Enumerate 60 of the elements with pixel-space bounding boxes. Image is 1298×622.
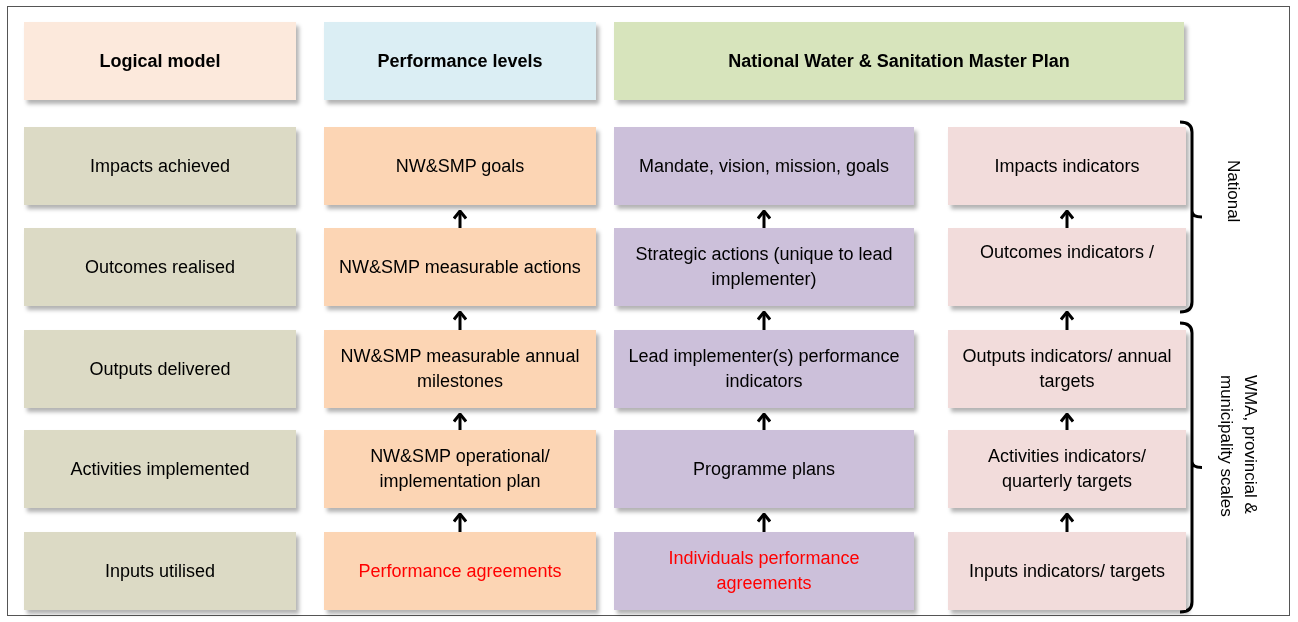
arrow	[756, 209, 772, 228]
process-box	[24, 532, 296, 610]
column-header	[324, 22, 596, 100]
process-box	[24, 127, 296, 205]
process-box	[324, 532, 596, 610]
arrow	[1059, 512, 1075, 532]
box-label: Activities indicators/ quarterly targets	[986, 445, 1148, 493]
box-label: Impacts achieved	[89, 154, 231, 178]
box-label: Inputs indicators/ targets	[968, 559, 1166, 583]
process-box	[324, 330, 596, 408]
arrow	[756, 412, 772, 430]
scale-label: National	[1223, 160, 1244, 225]
box-label: NW&SMP goals	[395, 154, 525, 178]
arrow	[1059, 310, 1075, 330]
box-label: Lead implementer(s) performance indicators	[627, 345, 901, 393]
process-box	[324, 228, 596, 306]
process-box	[948, 127, 1186, 205]
box-label: Logical model	[99, 49, 221, 73]
process-box	[614, 532, 914, 610]
box-label: Mandate, vision, mission, goals	[638, 154, 890, 178]
box-label: Outputs indicators/ annual targets	[961, 345, 1173, 393]
process-box	[324, 430, 596, 508]
process-box	[324, 127, 596, 205]
arrow	[452, 512, 468, 532]
box-label: Inputs utilised	[104, 559, 216, 583]
process-box	[614, 330, 914, 408]
process-box	[948, 228, 1186, 306]
arrow	[452, 209, 468, 228]
arrow	[452, 412, 468, 430]
process-box	[948, 532, 1186, 610]
box-label: National Water & Sanitation Master Plan	[728, 49, 1070, 73]
arrow	[1059, 412, 1075, 430]
arrow	[756, 512, 772, 532]
box-label: Outcomes indicators /	[979, 241, 1155, 264]
process-box	[24, 228, 296, 306]
box-label: NW&SMP operational/ implementation plan	[369, 445, 551, 493]
column-header	[614, 22, 1184, 100]
column-header	[24, 22, 296, 100]
process-box	[614, 127, 914, 205]
box-label: Activities implemented	[70, 457, 250, 481]
box-label: NW&SMP measurable annual milestones	[339, 345, 581, 393]
process-box	[614, 228, 914, 306]
box-label: Strategic actions (unique to lead implementer)	[634, 243, 894, 291]
box-label: Performance levels	[377, 49, 543, 73]
box-label: Individuals performance agreements	[667, 547, 861, 595]
box-label: Performance agreements	[358, 559, 562, 583]
process-box	[24, 430, 296, 508]
arrow	[756, 310, 772, 330]
box-label: Impacts indicators	[994, 154, 1140, 178]
box-label: Outcomes realised	[84, 255, 236, 279]
process-box	[614, 430, 914, 508]
process-box	[948, 430, 1186, 508]
process-box	[24, 330, 296, 408]
arrow	[452, 310, 468, 330]
box-label: NW&SMP measurable actions	[339, 255, 581, 279]
box-label: Outputs delivered	[89, 357, 231, 381]
arrow	[1059, 209, 1075, 228]
scale-label: WMA, provincial & municipality scales	[1216, 375, 1261, 519]
box-label: Programme plans	[692, 457, 836, 481]
process-box	[948, 330, 1186, 408]
